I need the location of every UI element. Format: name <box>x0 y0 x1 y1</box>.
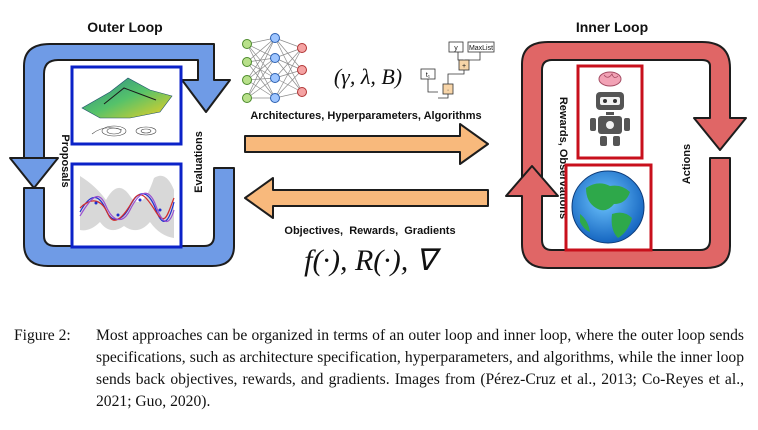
proposals-label: Proposals <box>59 134 71 187</box>
inner-loop-title: Inner Loop <box>576 19 648 35</box>
neural-network-icon <box>242 33 307 103</box>
tree-node-maxlist: MaxList <box>469 45 493 52</box>
svg-text:+: + <box>462 63 466 70</box>
globe-icon <box>571 170 645 244</box>
figure-caption: Figure 2: Most approaches can be organiz… <box>14 325 744 413</box>
outer-loop-upper-band <box>23 43 231 159</box>
svg-text:·: · <box>447 87 449 94</box>
inner-loop-upper-band <box>521 41 747 185</box>
outer-loop-title: Outer Loop <box>87 19 162 35</box>
bottom-arrow-label: Objectives, Rewards, Gradients <box>284 225 455 237</box>
tree-node-t1: t₁ <box>426 72 431 79</box>
evaluations-label: Evaluations <box>193 131 205 193</box>
brain-icon <box>598 71 622 87</box>
top-arrow-label: Architectures, Hyperparameters, Algorith… <box>250 110 481 122</box>
feedback-arrow <box>244 177 489 219</box>
robot-agent-image <box>576 64 644 160</box>
gaussian-process-plot-image <box>70 162 183 249</box>
program-tree-icon: y MaxList + t₁ · <box>420 41 495 99</box>
inner-loop <box>505 41 747 269</box>
surface-plot-image <box>70 65 183 146</box>
caption-label: Figure 2: <box>14 327 71 344</box>
actions-label: Actions <box>681 144 693 184</box>
specifications-arrow <box>244 123 489 165</box>
outer-loop-left-arrowhead <box>9 157 59 189</box>
figure-diagram: Outer Loop Inner Loop Proposals Evaluati… <box>9 19 747 277</box>
earth-environment-image <box>564 163 653 252</box>
objective-math: f(·), R(·), ∇ <box>304 244 442 277</box>
caption-text: Most approaches can be organized in term… <box>96 327 744 410</box>
robot-icon <box>590 92 630 146</box>
tree-node-y: y <box>454 45 458 52</box>
inner-loop-lower-band <box>505 157 731 269</box>
hyperparameter-math: (γ, λ, B) <box>334 64 402 89</box>
